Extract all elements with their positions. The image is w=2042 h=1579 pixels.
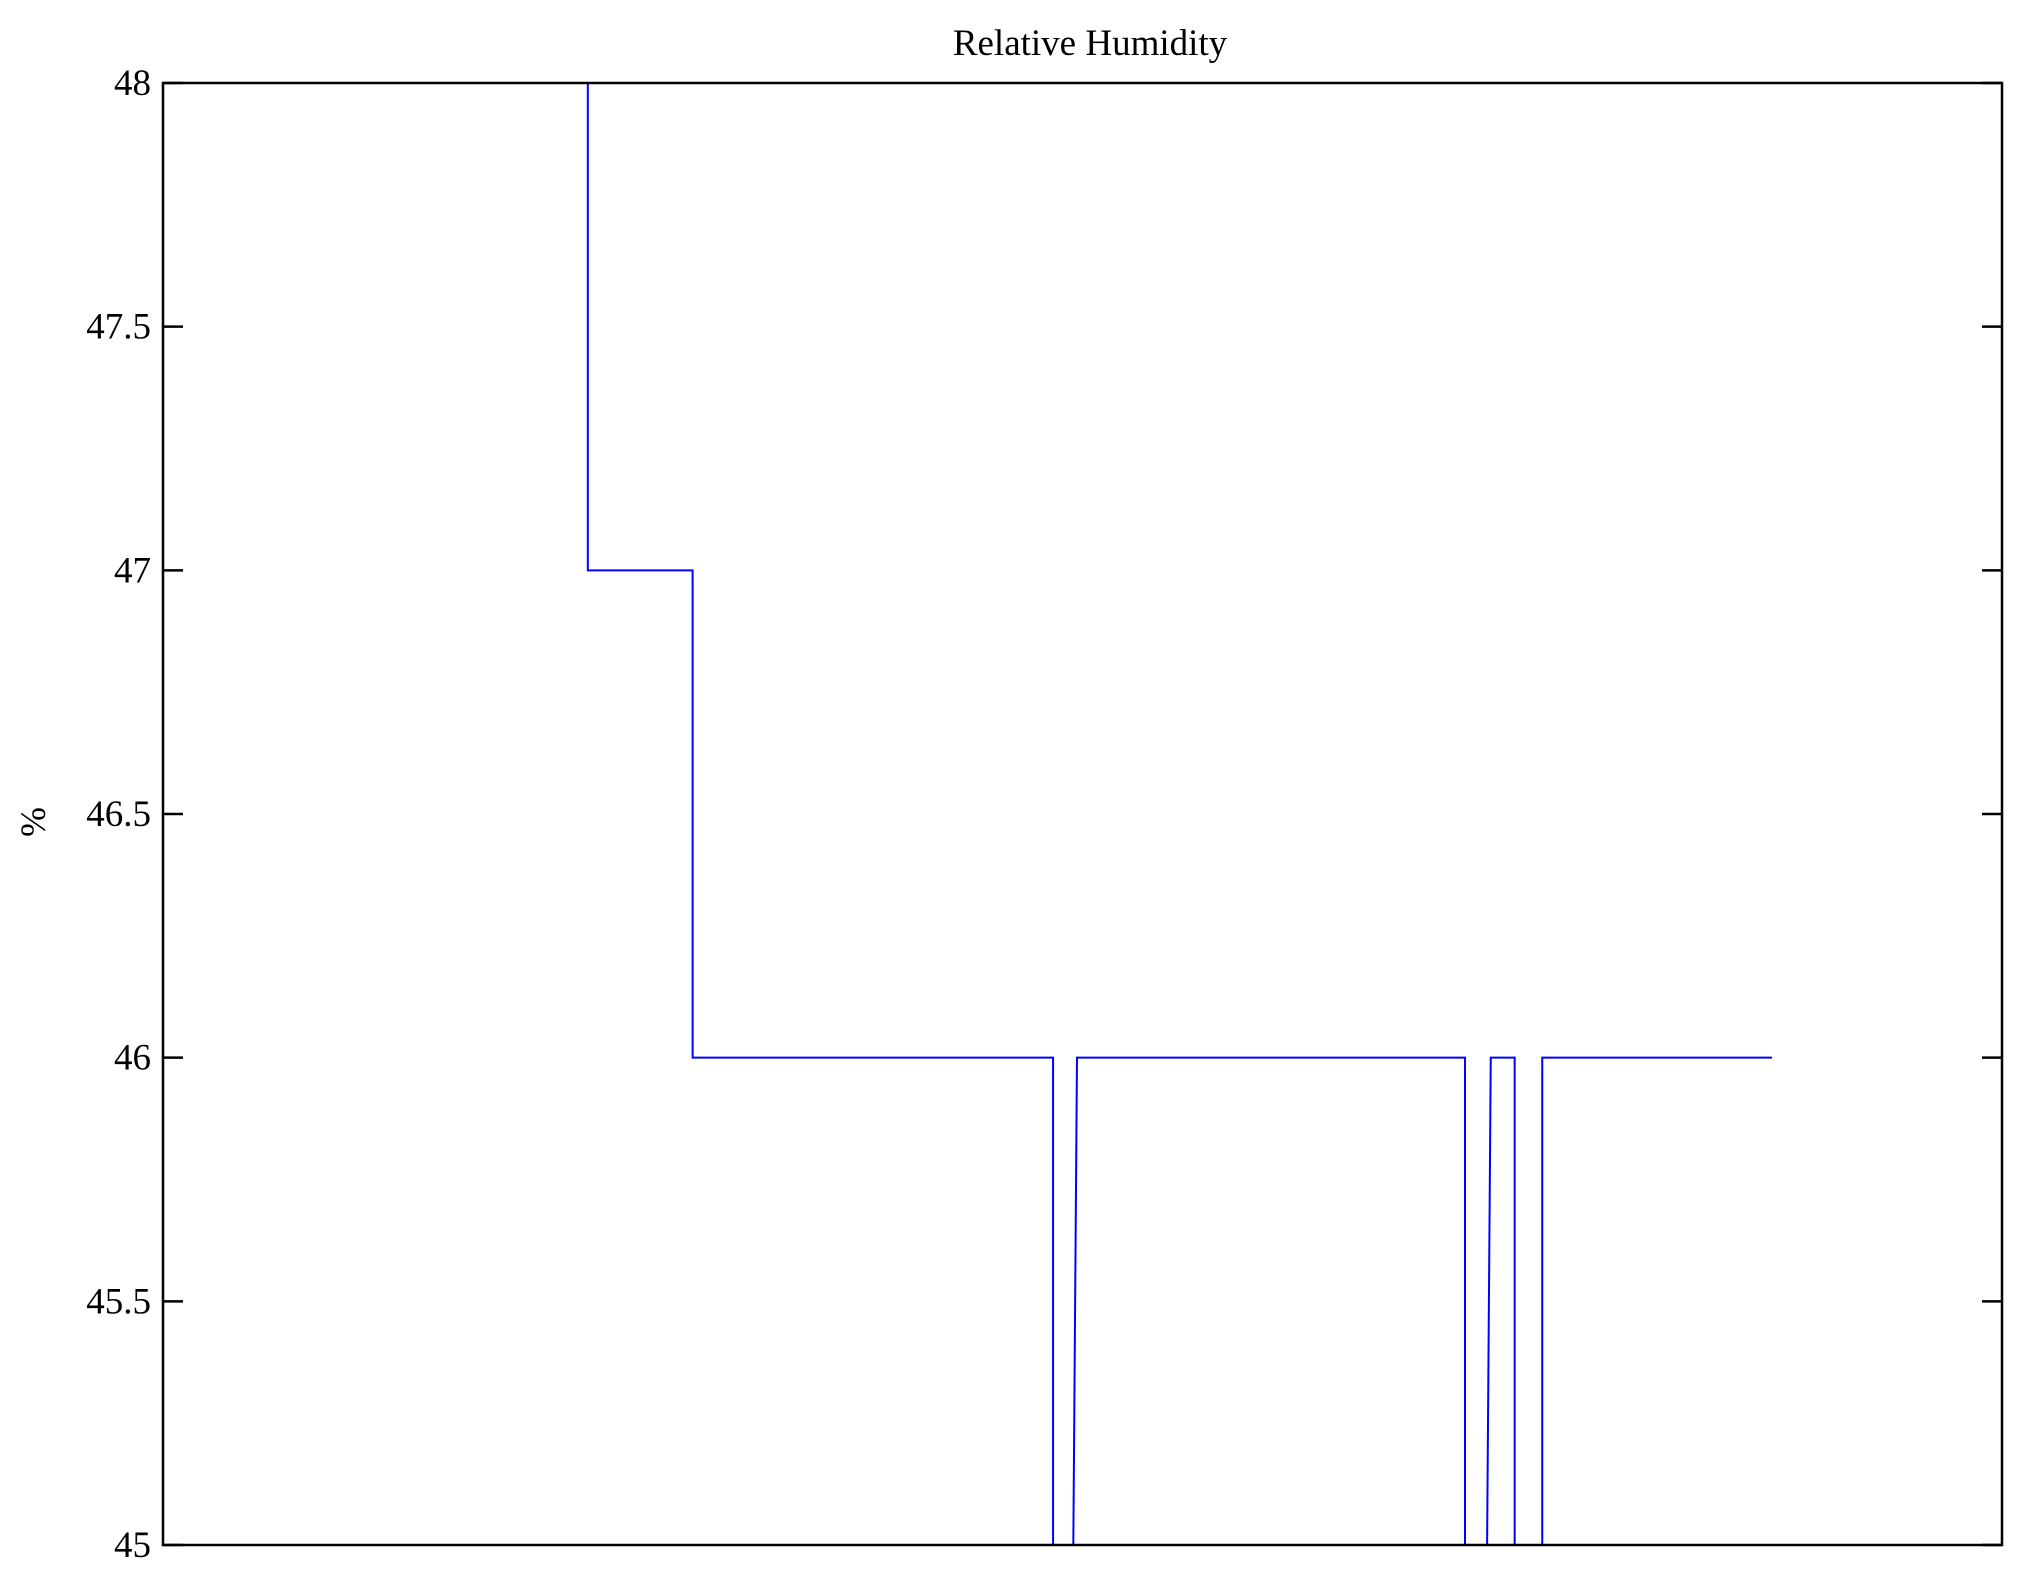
y-tick-label: 47.5 — [86, 307, 151, 348]
chart-title: Relative Humidity — [953, 23, 1228, 64]
y-tick-label: 45 — [114, 1525, 151, 1566]
series-line-relative-humidity — [221, 82, 1773, 1546]
y-tick-label: 47 — [114, 550, 151, 591]
series-layer — [221, 82, 1773, 1546]
plot-frame — [161, 81, 2004, 1547]
y-axis-label: % — [13, 807, 53, 837]
y-tick-label: 45.5 — [86, 1281, 151, 1322]
y-tick-label: 46.5 — [86, 794, 151, 835]
y-axis-ticks: 45 45.5 46 46.5 47 47.5 48 — [86, 63, 2002, 1566]
y-tick-label: 46 — [114, 1038, 151, 1079]
y-tick-label: 48 — [114, 63, 151, 104]
